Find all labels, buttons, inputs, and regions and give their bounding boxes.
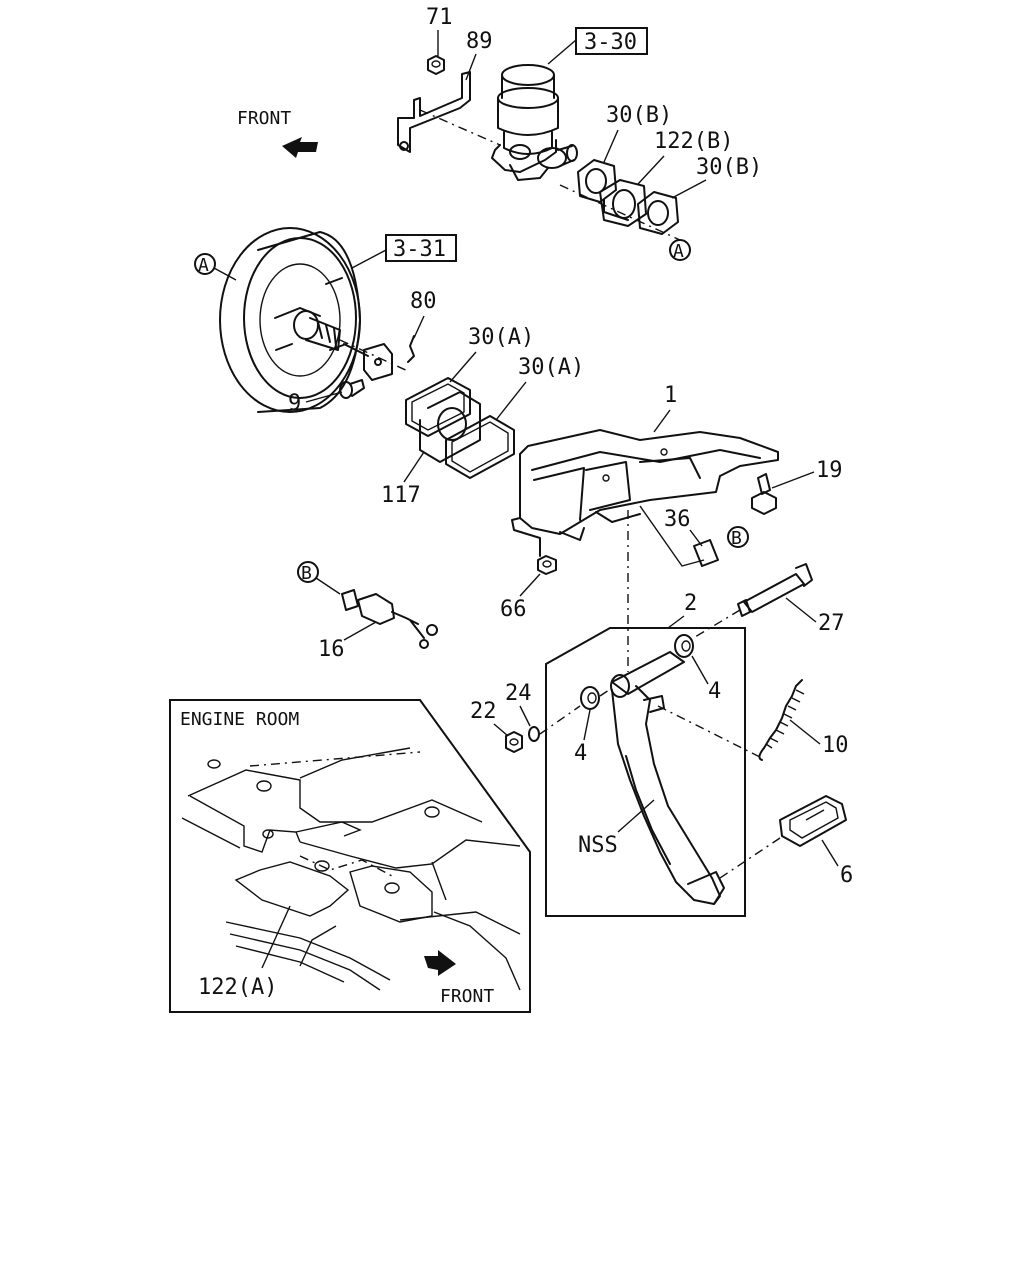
marker-b-switch-label: B [301, 563, 312, 584]
inset-part-122a: 122(A) [198, 975, 277, 1000]
pedal-group-box [545, 627, 746, 917]
callout-4-upper: 4 [708, 679, 721, 704]
pivot-bolt-27 [689, 563, 813, 641]
marker-a-booster [194, 253, 216, 275]
nut-22 [505, 731, 523, 753]
callout-30a-2: 30(A) [518, 355, 584, 380]
marker-b-switch [297, 561, 319, 583]
marker-a-booster-label: A [198, 255, 209, 276]
brake-booster [219, 227, 411, 413]
callout-71: 71 [426, 5, 453, 30]
callout-1: 1 [664, 383, 677, 408]
callout-2: 2 [684, 591, 697, 616]
marker-b-bracket [727, 526, 749, 548]
bushing-4-lower [580, 686, 600, 710]
callout-122b: 122(B) [654, 129, 733, 154]
inset-front-arrow-icon [424, 950, 456, 976]
callout-4-lower: 4 [574, 741, 587, 766]
callout-66: 66 [500, 597, 527, 622]
nut-66 [537, 555, 557, 575]
return-spring-10 [657, 679, 805, 761]
callout-labels: 71 89 30(B) 122(B) 30(B) 80 30(A) 30(A) … [288, 5, 853, 888]
brake-pedal-nss [610, 651, 725, 905]
ref-label-3-31: 3-31 [393, 237, 446, 262]
callout-10: 10 [822, 733, 849, 758]
callout-nss: NSS [578, 833, 618, 858]
clip-80 [407, 335, 415, 363]
callout-36: 36 [664, 507, 691, 532]
ref-label-3-30: 3-30 [584, 30, 637, 55]
callout-27: 27 [818, 611, 845, 636]
front-direction-label: FRONT [237, 108, 291, 129]
callout-22: 22 [470, 699, 497, 724]
marker-a-gasket-label: A [673, 241, 684, 262]
callout-19: 19 [816, 458, 843, 483]
bracket-89 [397, 71, 681, 241]
bracket-36 [693, 539, 719, 567]
callout-30b-2: 30(B) [696, 155, 762, 180]
callout-89: 89 [466, 29, 493, 54]
pedal-bracket-1 [511, 429, 779, 557]
inset-title: ENGINE ROOM [180, 709, 299, 730]
bolt-19 [751, 473, 777, 515]
callout-117: 117 [381, 483, 421, 508]
clevis-pin-9 [339, 379, 365, 399]
callout-24: 24 [505, 681, 532, 706]
callout-9: 9 [288, 391, 301, 416]
pedal-pad-6 [719, 795, 847, 879]
gasket-stack-a [405, 377, 515, 479]
callout-30a-1: 30(A) [468, 325, 534, 350]
ref-box-3-30 [575, 27, 648, 55]
marker-a-gasket [669, 239, 691, 261]
gasket-stack-b [577, 159, 679, 235]
nut-71 [427, 55, 445, 75]
washer-24 [528, 726, 540, 742]
front-arrow-icon [282, 137, 318, 158]
engine-room-inset: ENGINE ROOM 122(A) FRONT [169, 699, 531, 1013]
callout-6: 6 [840, 863, 853, 888]
marker-b-bracket-label: B [731, 528, 742, 549]
callout-80: 80 [410, 289, 437, 314]
stop-light-switch-16 [341, 589, 438, 649]
ref-box-3-31 [385, 234, 457, 262]
bushing-4-upper [674, 634, 694, 658]
callout-16: 16 [318, 637, 345, 662]
inset-front-label: FRONT [440, 986, 494, 1007]
master-cylinder-assembly [491, 64, 578, 181]
callout-30b-1: 30(B) [606, 103, 672, 128]
